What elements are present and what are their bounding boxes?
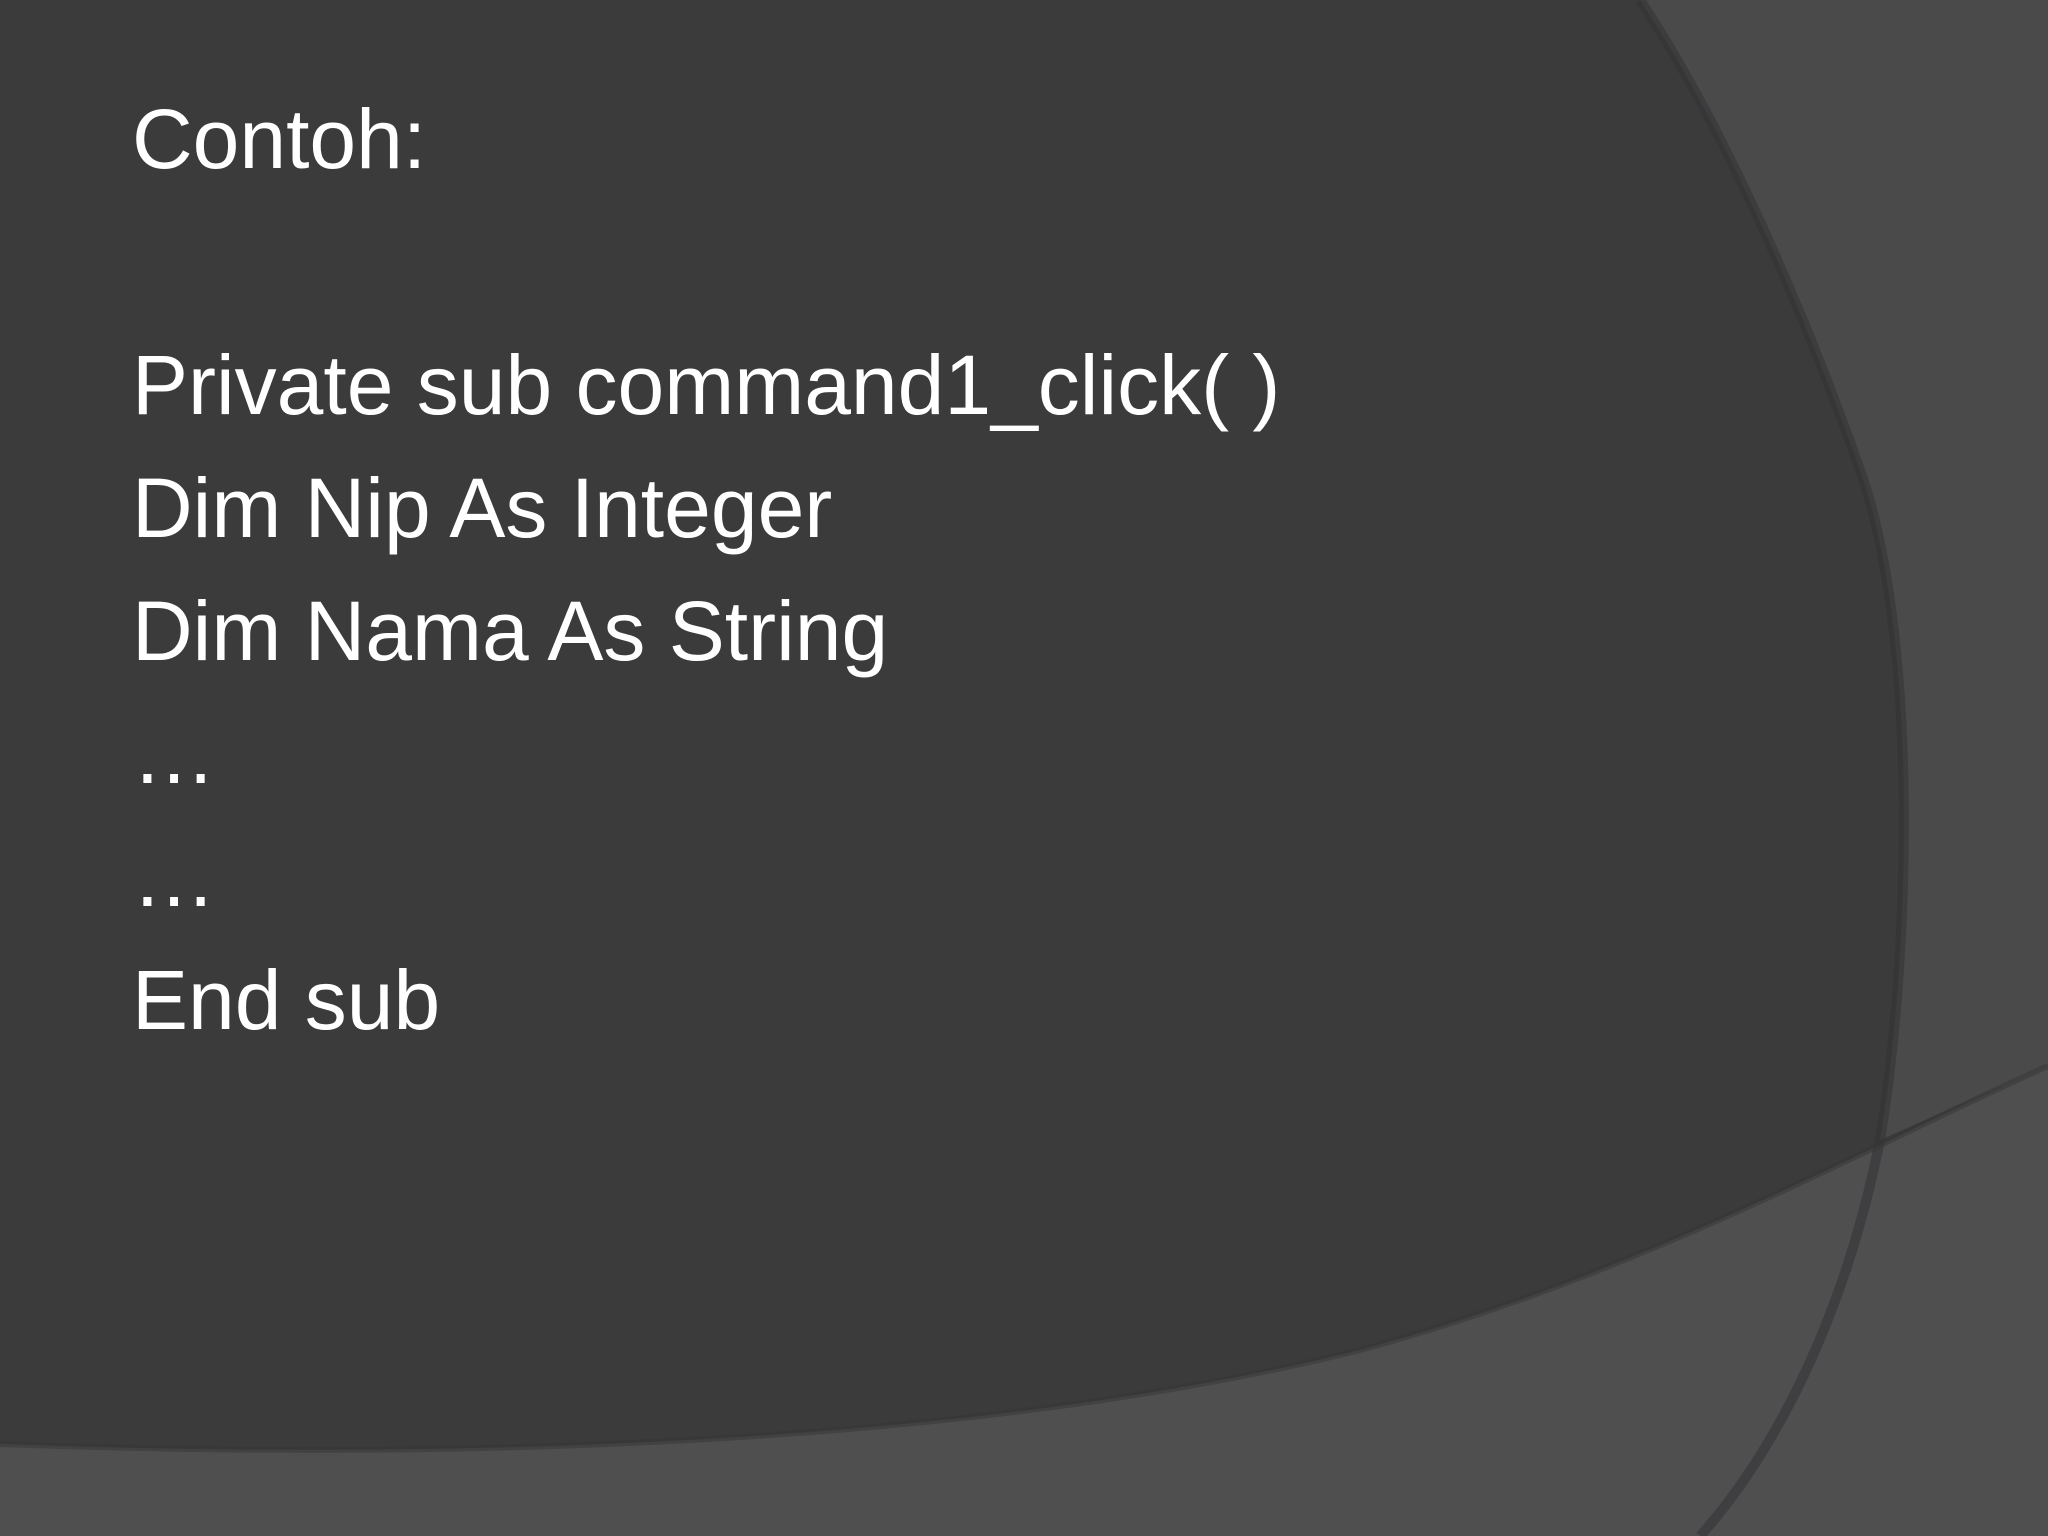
code-line-end-sub: End sub: [132, 953, 441, 1047]
code-line-sub-declaration: Private sub command1_click( ): [132, 338, 1281, 432]
slide-heading: Contoh:: [132, 92, 427, 186]
code-line-dim-nip: Dim Nip As Integer: [132, 461, 833, 555]
code-line-dim-nama: Dim Nama As String: [132, 584, 889, 678]
band-shadow: [0, 1063, 2048, 1453]
code-line-ellipsis-2: …: [132, 830, 216, 924]
arc-shadow: [1635, 0, 1909, 1536]
slide-content: Contoh: Private sub command1_click( ) Di…: [132, 78, 1632, 1062]
top-right-wedge: [1640, 0, 2048, 1140]
bottom-band: [0, 1066, 2048, 1536]
code-line-ellipsis-1: …: [132, 707, 216, 801]
